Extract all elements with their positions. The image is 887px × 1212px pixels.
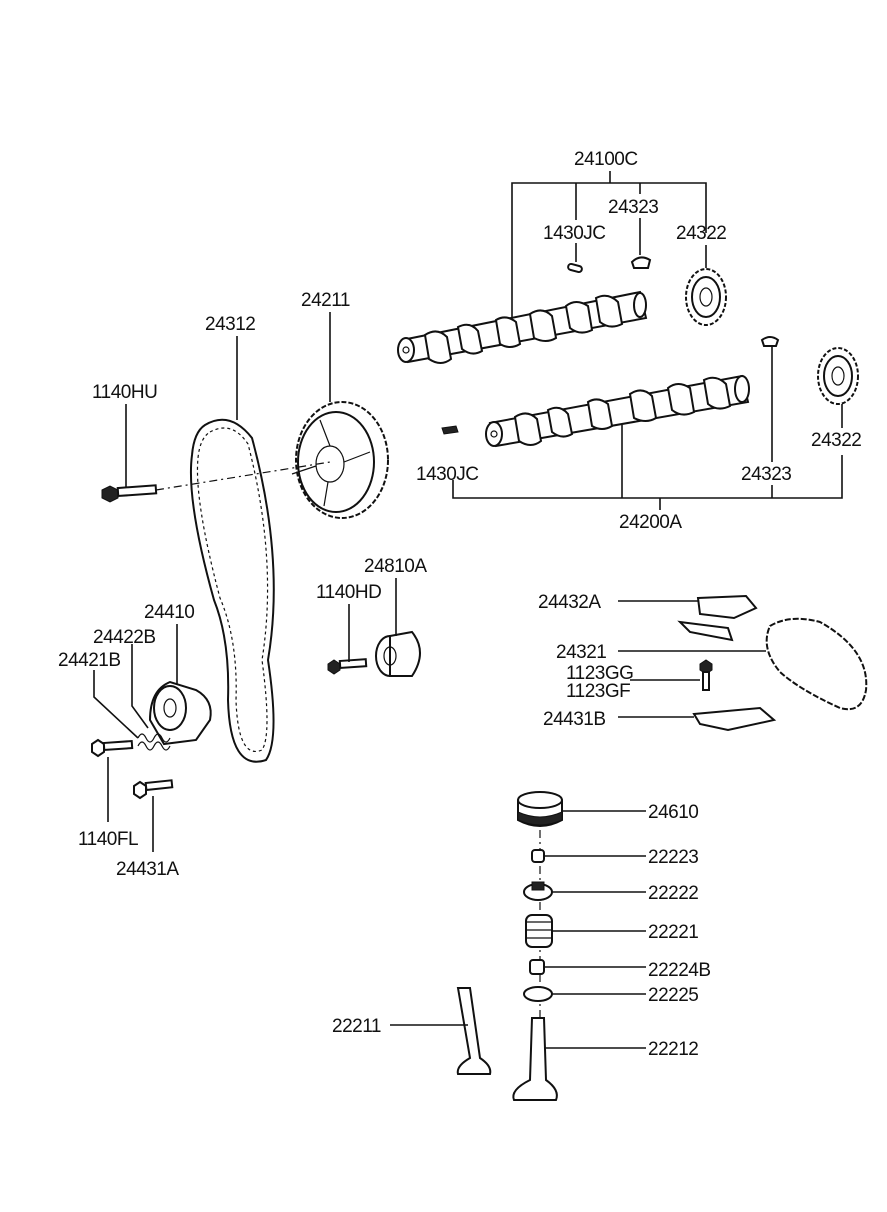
tensioner-24410 — [148, 680, 212, 746]
label-24312: 24312 — [205, 314, 255, 335]
chain-group — [618, 594, 868, 732]
label-1123gf: 1123GF — [566, 681, 630, 702]
timing-belt-group — [91, 312, 421, 852]
lifter-24610 — [517, 791, 563, 827]
bolt-1140hd — [327, 658, 368, 675]
spring-24421b — [137, 733, 171, 751]
part-labels: 24100C 24323 1430JC 24322 24211 24312 11… — [58, 149, 862, 1060]
label-22221: 22221 — [648, 922, 698, 943]
valve-group — [390, 791, 646, 1101]
label-24431a: 24431A — [116, 859, 179, 880]
label-22223: 22223 — [648, 847, 698, 868]
label-24200a: 24200A — [619, 512, 682, 533]
label-22211: 22211 — [332, 1016, 381, 1037]
key-24323-bottom — [760, 336, 780, 347]
label-1140hu: 1140HU — [92, 382, 157, 403]
timing-chain-24321 — [765, 617, 868, 711]
label-22222: 22222 — [648, 883, 698, 904]
label-24810a: 24810A — [364, 556, 427, 577]
lower-camshaft-part — [485, 374, 750, 448]
bolt-1123gg — [699, 659, 713, 691]
label-1140fl: 1140FL — [78, 829, 138, 850]
valve-22211 — [456, 987, 492, 1075]
valve-22212 — [512, 1017, 558, 1101]
cam-sprocket-24322-bottom — [817, 347, 859, 405]
label-24322-bottom: 24322 — [811, 430, 861, 451]
upper-camshaft-part — [397, 290, 648, 364]
seal-22224b — [529, 959, 545, 975]
cam-pulley-24211 — [291, 401, 389, 519]
bolt-1140hu — [101, 484, 158, 503]
upper-camshaft-group — [397, 171, 859, 510]
label-24431b: 24431B — [543, 709, 606, 730]
label-22212: 22212 — [648, 1039, 698, 1060]
label-24432a: 24432A — [538, 592, 601, 613]
label-24410: 24410 — [144, 602, 194, 623]
bolt-24431a — [133, 779, 174, 800]
seat-22225 — [523, 986, 553, 1002]
label-22225: 22225 — [648, 985, 698, 1006]
chain-guide-24431b — [692, 706, 777, 732]
keeper-22223 — [531, 849, 545, 863]
pin-1430jc-top — [567, 262, 583, 274]
label-1430jc-bottom: 1430JC — [416, 464, 479, 485]
cam-sprocket-24322-top — [685, 268, 727, 326]
label-22224b: 22224B — [648, 960, 711, 981]
label-24321: 24321 — [556, 642, 606, 663]
retainer-22222 — [523, 881, 553, 901]
timing-belt-24312 — [189, 418, 275, 763]
label-24323-bottom: 24323 — [741, 464, 791, 485]
label-24211: 24211 — [301, 290, 350, 311]
label-1123gg: 1123GG — [566, 663, 633, 684]
label-24422b: 24422B — [93, 627, 156, 648]
bolt-1140fl — [91, 738, 134, 758]
label-24421b: 24421B — [58, 650, 121, 671]
label-24322-top: 24322 — [676, 223, 726, 244]
label-24100c: 24100C — [574, 149, 638, 170]
spring-22221 — [525, 914, 553, 948]
label-1430jc-top: 1430JC — [543, 223, 606, 244]
label-24610: 24610 — [648, 802, 698, 823]
pin-1430jc-bottom — [441, 425, 459, 435]
idler-pulley-24810a — [375, 630, 421, 677]
chain-guide-24432a — [677, 594, 758, 642]
label-24323-top: 24323 — [608, 197, 658, 218]
key-24323-top — [630, 256, 652, 269]
label-1140hd: 1140HD — [316, 582, 381, 603]
